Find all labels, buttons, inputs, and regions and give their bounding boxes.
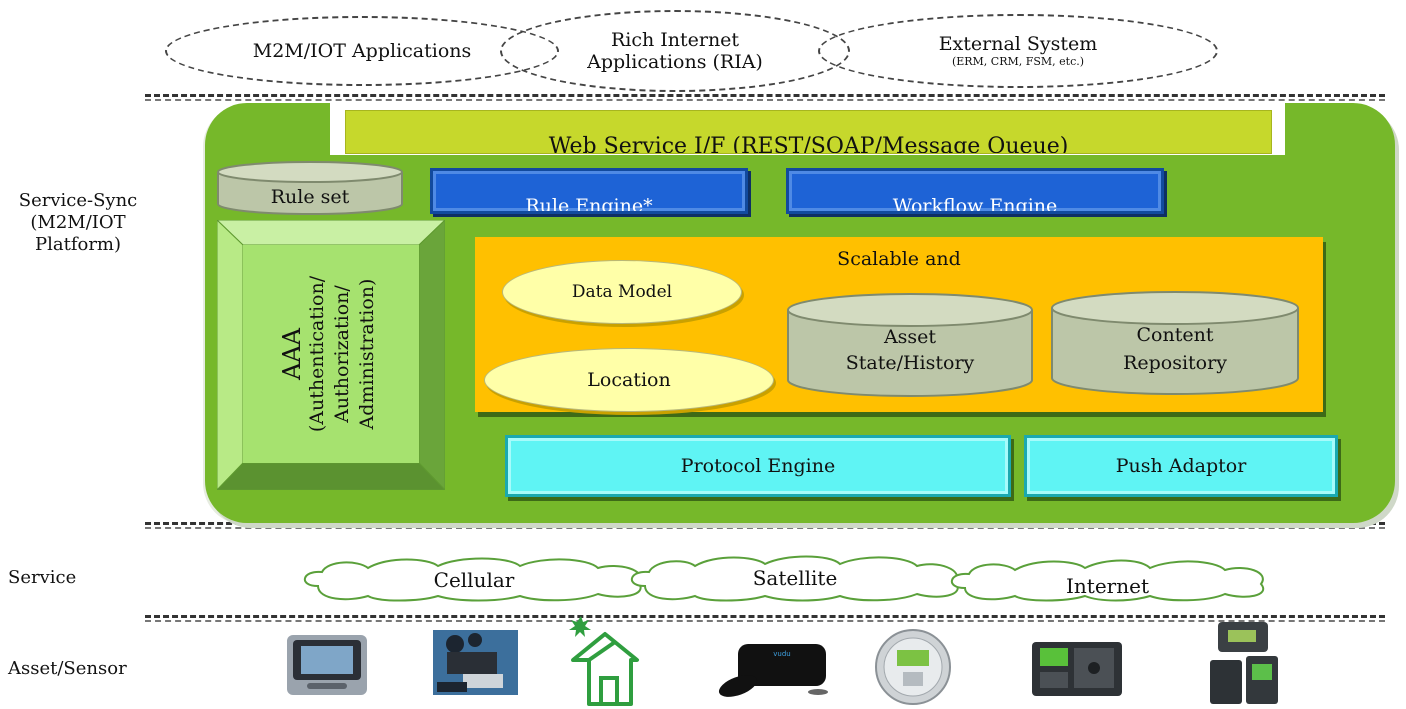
- aaa-label-group: AAA (Authentication/ Authorization/ Admi…: [243, 245, 418, 463]
- platform-side-label: Service-Sync (M2M/IOT Platform): [8, 190, 148, 256]
- platform-label-line2: (M2M/IOT: [30, 212, 126, 233]
- svg-text:vudu: vudu: [773, 650, 790, 658]
- rule-engine-box: Rule Engine*: [430, 168, 748, 214]
- web-service-interface: Web Service I/F (REST/SOAP/Message Queue…: [345, 110, 1272, 154]
- content-repository-label-line2: Repository: [1123, 352, 1227, 374]
- top-separator: [145, 94, 1385, 102]
- platform-label-line1: Service-Sync: [18, 190, 138, 211]
- internet-cloud: Internet: [945, 558, 1270, 602]
- machine-icon: [433, 630, 518, 695]
- rule-set-cylinder-shape: [217, 161, 403, 215]
- data-model-label: Data Model: [571, 282, 673, 302]
- rule-engine-label: Rule Engine*: [525, 195, 653, 214]
- cellular-cloud-shape: [304, 557, 642, 602]
- sensor-device-icon: [1210, 622, 1278, 704]
- asset-state-cylinder: Asset State/History: [786, 292, 1034, 400]
- aaa-line3: Administration): [356, 278, 379, 430]
- satellite-cloud-shape: [631, 555, 959, 602]
- service-row-label: Service: [8, 567, 77, 588]
- smart-meter-icon: [875, 629, 951, 705]
- bottom-separator: [145, 615, 1385, 623]
- smart-home-icon: [569, 616, 639, 706]
- data-model-oval: Data Model: [502, 260, 742, 324]
- rule-set-cylinder: Rule set: [216, 160, 404, 216]
- aaa-line1: (Authentication/: [306, 275, 329, 433]
- content-repository-label-line1: Content: [1136, 324, 1214, 346]
- car-navigation-icon: [287, 635, 367, 695]
- aaa-rotated-text: AAA (Authentication/ Authorization/ Admi…: [278, 275, 380, 433]
- location-label: Location: [587, 369, 671, 391]
- external-system-sublabel: (ERM, CRM, FSM, etc.): [951, 55, 1085, 68]
- cellular-cloud: Cellular: [298, 556, 650, 602]
- ria-ellipse: Rich Internet Applications (RIA): [500, 10, 850, 92]
- internet-cloud-shape: [951, 559, 1265, 602]
- m2m-applications-label: M2M/IOT Applications: [252, 40, 472, 62]
- external-system-ellipse: External System (ERM, CRM, FSM, etc.): [818, 14, 1218, 88]
- media-box-icon: vudu: [718, 644, 828, 697]
- external-system-label: External System: [938, 33, 1098, 55]
- protocol-engine-bar: Protocol Engine: [505, 435, 1011, 497]
- ria-label-line1: Rich Internet: [610, 29, 740, 51]
- push-adaptor-label: Push Adaptor: [1115, 455, 1247, 477]
- controller-icon: [1032, 642, 1122, 696]
- push-adaptor-bar: Push Adaptor: [1024, 435, 1338, 497]
- workflow-engine-label: Workflow Engine: [892, 195, 1058, 214]
- satellite-cloud: Satellite: [625, 554, 965, 602]
- cellular-label: Cellular: [433, 568, 515, 592]
- protocol-engine-label: Protocol Engine: [680, 455, 836, 477]
- content-repository-cylinder: Content Repository: [1050, 290, 1300, 398]
- workflow-engine-box: Workflow Engine: [786, 168, 1164, 214]
- middle-separator: [145, 522, 1385, 530]
- location-oval: Location: [484, 348, 774, 412]
- aaa-line2: Authorization/: [331, 285, 354, 423]
- platform-label-line3: Platform): [34, 234, 122, 255]
- aaa-block-shape: [217, 220, 445, 490]
- aaa-title: AAA: [278, 328, 307, 381]
- asset-state-cylinder-shape: [787, 293, 1033, 397]
- internet-label: Internet: [1066, 574, 1149, 598]
- asset-state-label-line2: State/History: [845, 352, 975, 374]
- asset-state-label-line1: Asset: [883, 326, 937, 348]
- content-repository-cylinder-shape: [1051, 291, 1299, 395]
- web-service-label: Web Service I/F (REST/SOAP/Message Queue…: [548, 134, 1069, 154]
- rule-set-label: Rule set: [270, 186, 350, 208]
- asset-row-label: Asset/Sensor: [8, 658, 127, 679]
- satellite-label: Satellite: [752, 566, 838, 590]
- ria-label-line2: Applications (RIA): [587, 51, 763, 73]
- scalable-label: Scalable and: [837, 248, 961, 270]
